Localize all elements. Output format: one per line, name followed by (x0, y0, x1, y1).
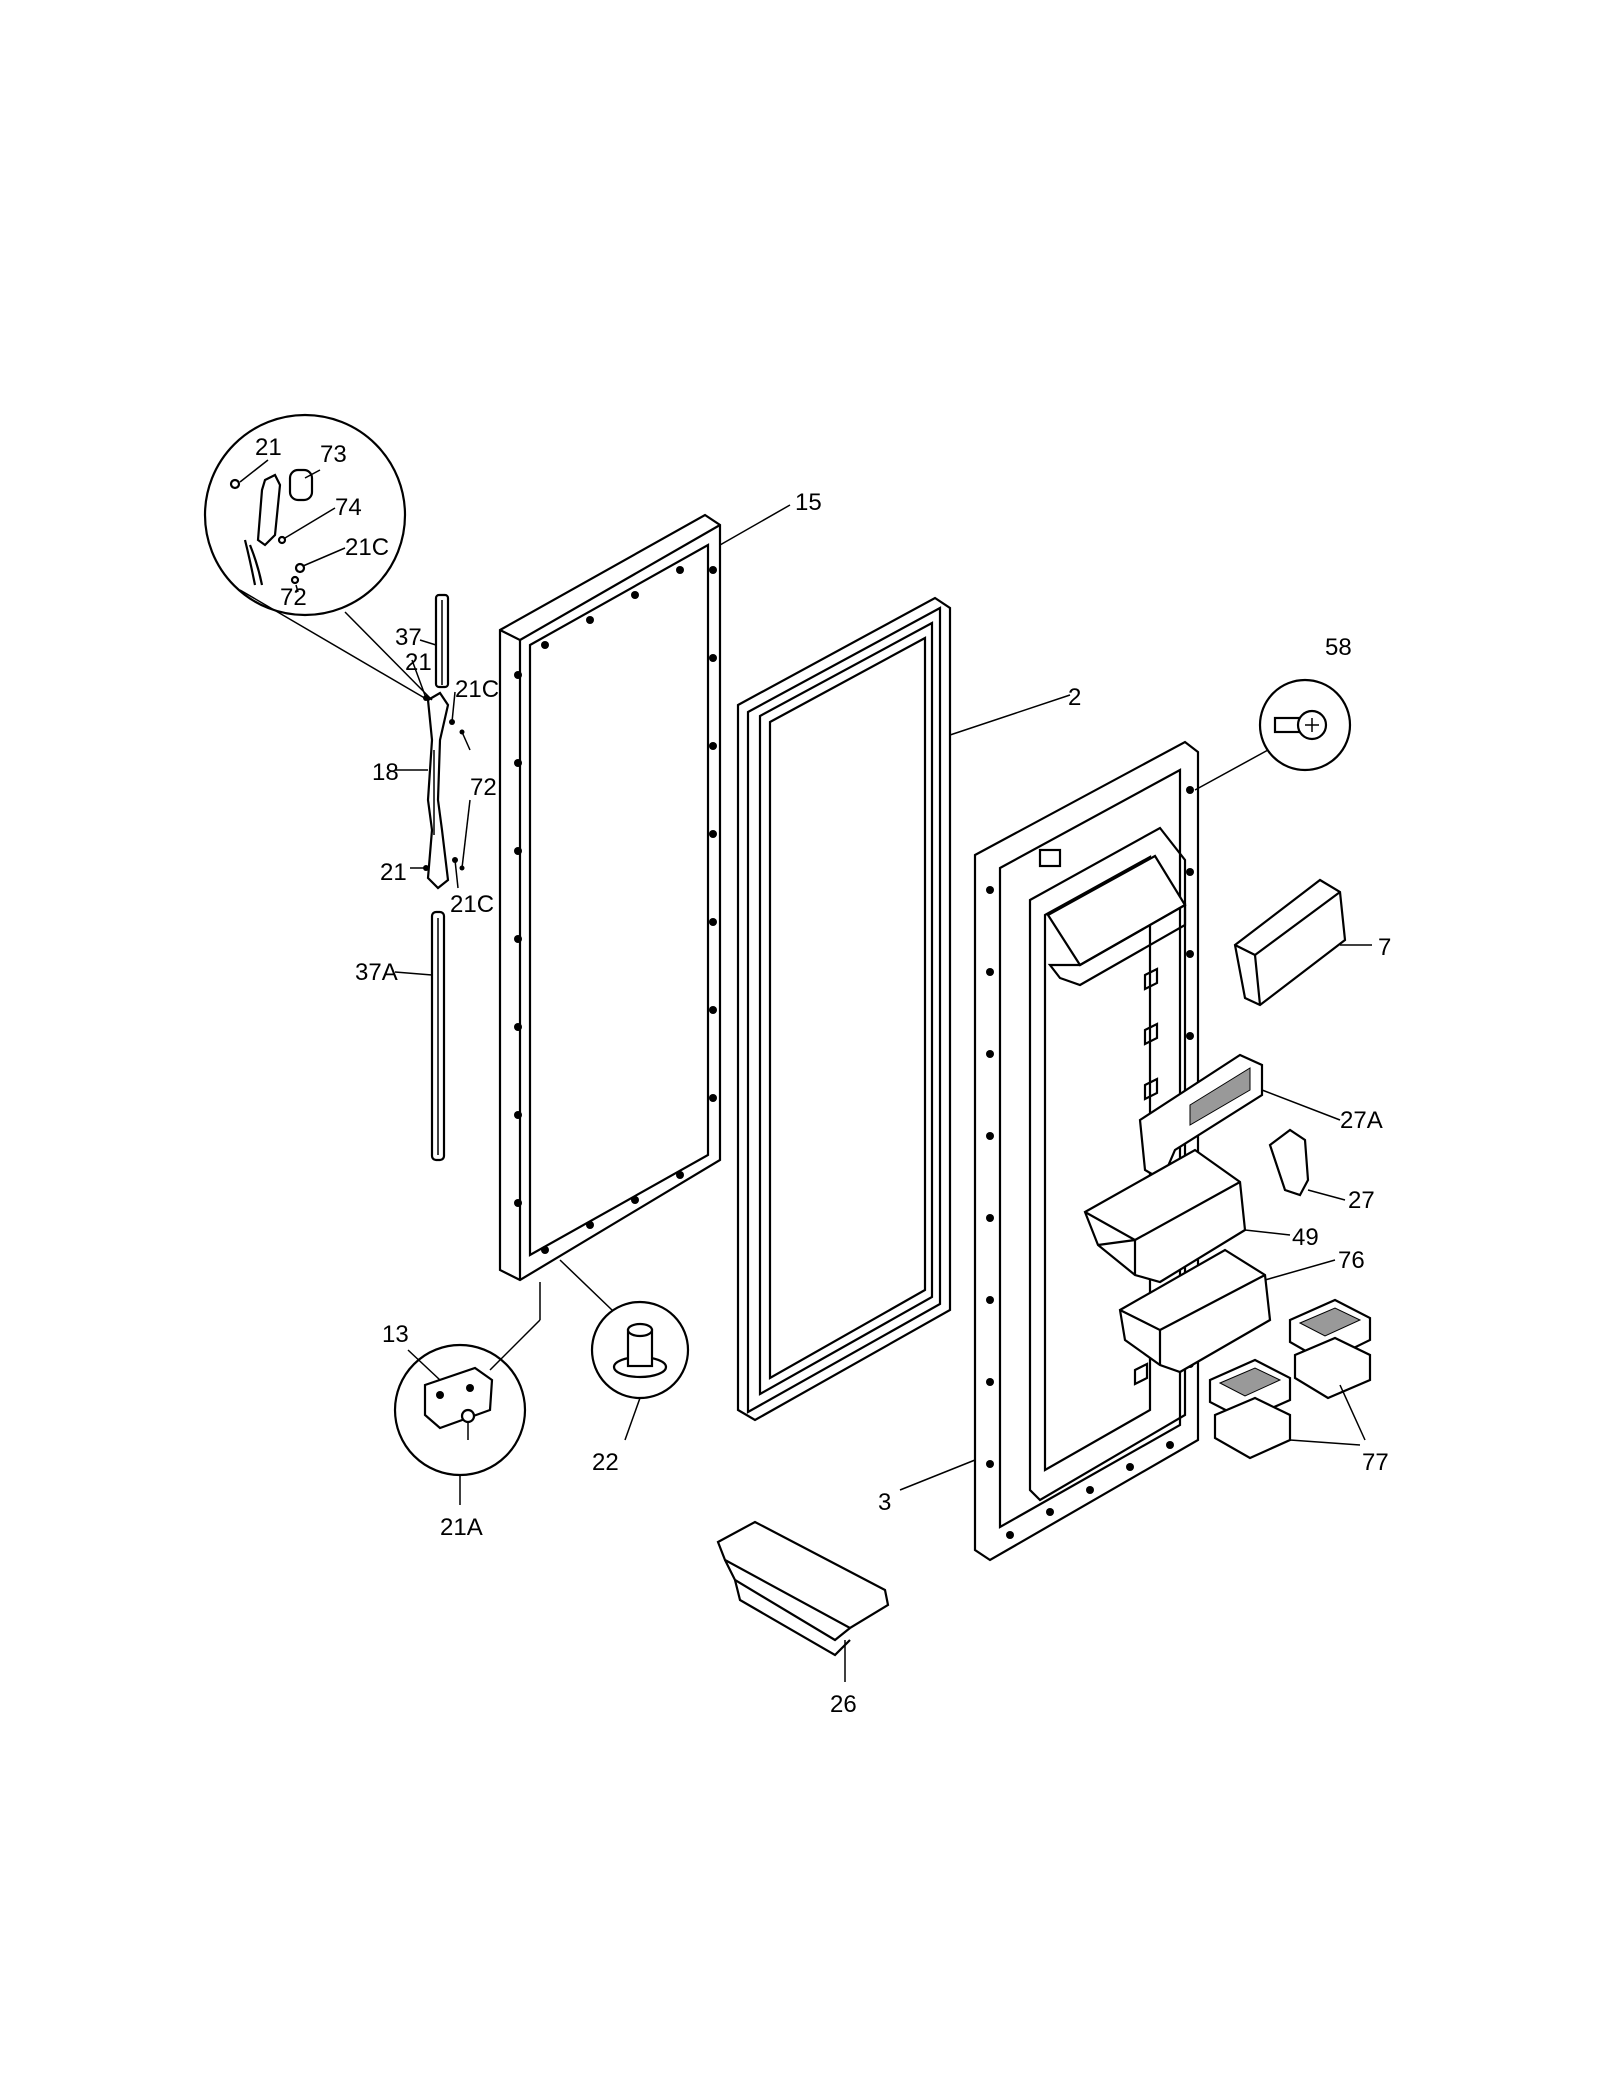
leader-lines (394, 504, 1372, 1682)
callout-21C-inset: 21C (345, 534, 389, 561)
door-gasket (736, 596, 952, 1422)
mounting-hole (541, 1246, 549, 1254)
callout-27A: 27A (1340, 1107, 1383, 1134)
inset-leader-lines (239, 459, 346, 593)
inner-door-liner (973, 740, 1200, 1562)
bracket-inset (393, 1282, 541, 1477)
mounting-hole (986, 1296, 994, 1304)
callout-27: 27 (1348, 1187, 1375, 1214)
mounting-hole (514, 1023, 522, 1031)
mounting-hole (586, 616, 594, 624)
mounting-hole (986, 1050, 994, 1058)
callout-77: 77 (1362, 1449, 1389, 1476)
callout-21A: 21A (440, 1514, 483, 1541)
mounting-hole (1186, 1032, 1194, 1040)
door-bin-26 (716, 1520, 890, 1657)
callout-3: 3 (878, 1489, 891, 1516)
callout-labels: 15 2 58 7 27A 27 49 76 77 3 26 22 13 21A… (255, 434, 1391, 1718)
mounting-hole (586, 1221, 594, 1229)
mounting-hole (1186, 786, 1194, 794)
dairy-bracket (1268, 1128, 1310, 1197)
callout-37A: 37A (355, 959, 398, 986)
dairy-door (1138, 1053, 1264, 1182)
mounting-hole (709, 742, 717, 750)
mounting-hole (631, 1196, 639, 1204)
callout-37: 37 (395, 624, 422, 651)
bushing-inset (559, 1259, 690, 1400)
callout-15: 15 (795, 489, 822, 516)
callout-72-inset: 72 (280, 584, 307, 611)
mounting-hole (709, 566, 717, 574)
callout-7: 7 (1378, 934, 1391, 961)
mounting-hole (1046, 1508, 1054, 1516)
hinge-detail-inset (203, 413, 433, 701)
mounting-hole (676, 1171, 684, 1179)
callout-76: 76 (1338, 1247, 1365, 1274)
mounting-hole (986, 1132, 994, 1140)
callout-18: 18 (372, 759, 399, 786)
callout-73-inset: 73 (320, 441, 347, 468)
screw-inset (1194, 678, 1352, 791)
door-hinge-assembly (423, 593, 465, 1162)
mounting-hole (1186, 950, 1194, 958)
mounting-hole (514, 847, 522, 855)
mounting-hole (709, 654, 717, 662)
mounting-hole (709, 1094, 717, 1102)
egg-containers (1208, 1298, 1372, 1460)
mounting-hole (986, 1214, 994, 1222)
dispenser-cover (1233, 878, 1347, 1007)
callout-22: 22 (592, 1449, 619, 1476)
mounting-hole (514, 935, 522, 943)
callout-72: 72 (470, 774, 497, 801)
mounting-hole (1166, 1441, 1174, 1449)
mounting-hole (1006, 1531, 1014, 1539)
mounting-hole (986, 1378, 994, 1386)
mounting-hole (514, 671, 522, 679)
mounting-hole (631, 591, 639, 599)
mounting-hole (709, 830, 717, 838)
mounting-hole (1186, 868, 1194, 876)
callout-2: 2 (1068, 684, 1081, 711)
outer-door-frame (498, 513, 722, 1282)
callout-49: 49 (1292, 1224, 1319, 1251)
mounting-hole (709, 918, 717, 926)
callout-74-inset: 74 (335, 494, 362, 521)
callout-58: 58 (1325, 634, 1352, 661)
callout-21C-lower: 21C (450, 891, 494, 918)
mounting-hole (709, 1006, 717, 1014)
mounting-hole (1086, 1486, 1094, 1494)
mounting-hole (986, 886, 994, 894)
callout-13: 13 (382, 1321, 409, 1348)
mounting-hole (1126, 1463, 1134, 1471)
mounting-hole (986, 968, 994, 976)
callout-21-upper: 21 (405, 649, 432, 676)
callout-21C-upper: 21C (455, 676, 499, 703)
door-bin-76 (1118, 1248, 1272, 1374)
mounting-hole (541, 641, 549, 649)
mounting-hole (676, 566, 684, 574)
mounting-hole (986, 1460, 994, 1468)
mounting-hole (514, 1199, 522, 1207)
callout-21-lower: 21 (380, 859, 407, 886)
callout-21-inset: 21 (255, 434, 282, 461)
mounting-hole (514, 1111, 522, 1119)
door-bin-49 (1083, 1148, 1247, 1284)
callout-26: 26 (830, 1691, 857, 1718)
mounting-hole (514, 759, 522, 767)
